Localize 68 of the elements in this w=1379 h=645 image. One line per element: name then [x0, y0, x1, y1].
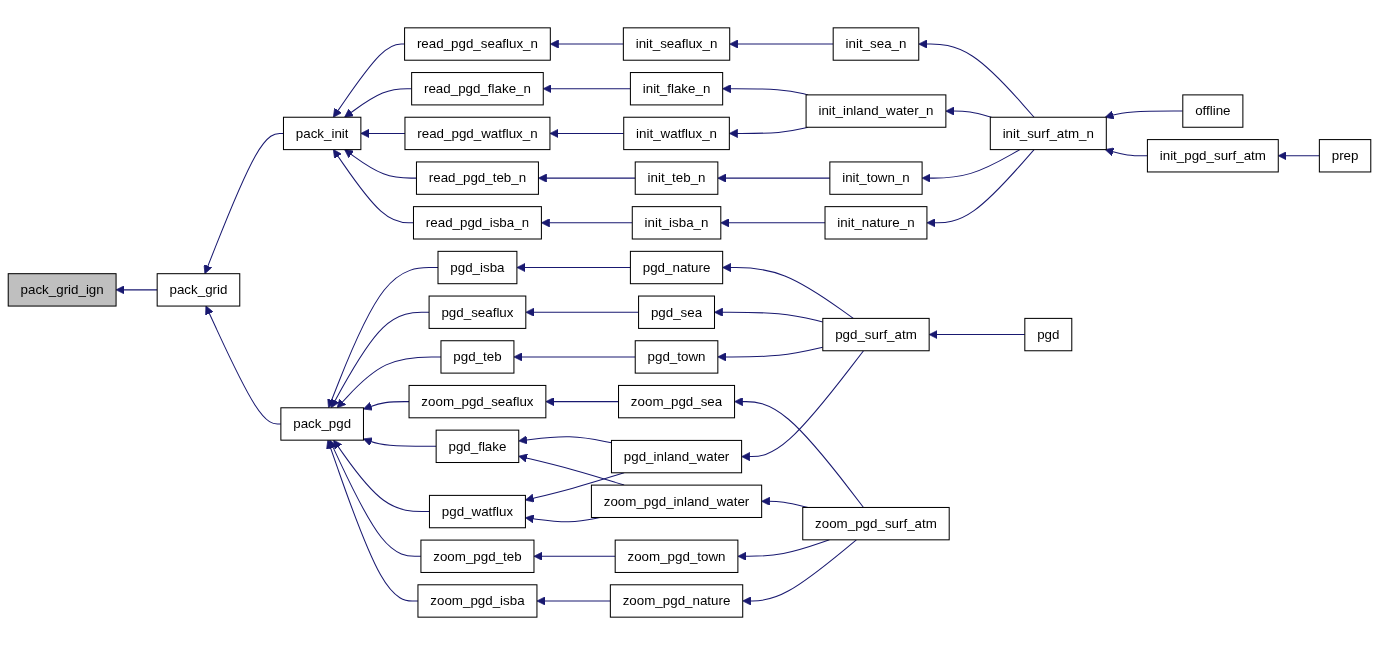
node-box: pgd_flake	[435, 429, 520, 464]
node-box: init_watflux_n	[623, 116, 730, 151]
node-box: zoom_pgd_nature	[609, 584, 744, 618]
node-box: zoom_pgd_surf_atm	[802, 506, 950, 541]
node-box: pack_pgd	[280, 407, 364, 441]
arrow	[742, 539, 857, 606]
arrow	[737, 539, 830, 561]
arrow	[918, 39, 1035, 118]
arrow	[344, 149, 417, 179]
node-box: zoom_pgd_sea	[618, 384, 736, 419]
arrow	[538, 173, 636, 183]
node-box: init_isba_n	[631, 206, 722, 240]
arrow	[536, 596, 611, 606]
node-box: pack_grid	[156, 273, 241, 307]
arrow	[518, 435, 612, 445]
node-box: pgd	[1024, 317, 1073, 352]
arrow	[525, 472, 625, 503]
node-box: zoom_pgd_seaflux	[408, 384, 547, 419]
node-box: init_seaflux_n	[622, 27, 731, 61]
node-box: zoom_pgd_town	[614, 539, 739, 573]
node-box: init_flake_n	[629, 72, 724, 106]
arrow	[945, 106, 992, 118]
node-box: pgd_teb	[440, 340, 515, 374]
arrow	[734, 397, 865, 508]
arrow	[330, 311, 430, 409]
arrow	[333, 439, 430, 513]
node-box: init_nature_n	[824, 206, 928, 240]
node-box: pack_init	[282, 116, 362, 151]
node-box: read_pgd_flake_n	[411, 72, 544, 106]
node-box: pgd_inland_water	[610, 439, 743, 474]
node-box: pgd_nature	[629, 250, 724, 285]
node-box: read_pgd_teb_n	[415, 161, 539, 195]
arrow	[729, 39, 834, 49]
node-box: pgd_town	[634, 340, 719, 374]
node-box: pgd_isba	[437, 250, 518, 285]
node-box: zoom_pgd_teb	[420, 539, 535, 573]
arrow	[720, 218, 826, 228]
arrow	[363, 401, 410, 411]
node-box: init_pgd_surf_atm	[1146, 139, 1279, 173]
node-box: init_town_n	[829, 161, 923, 195]
arrow	[533, 551, 616, 561]
arrow	[1104, 147, 1148, 157]
arrow	[327, 267, 439, 409]
node-box: prep	[1318, 139, 1372, 173]
node-box: init_inland_water_n	[805, 94, 947, 128]
node-box: pgd_surf_atm	[822, 317, 930, 352]
arrow	[722, 263, 854, 319]
node-box: offline	[1182, 94, 1244, 128]
node-box: read_pgd_isba_n	[412, 206, 542, 240]
node-box: pgd_sea	[638, 295, 715, 329]
arrow	[203, 132, 284, 275]
node-box: init_sea_n	[832, 27, 920, 61]
node-box: read_pgd_watflux_n	[404, 116, 551, 151]
node-box: zoom_pgd_isba	[417, 584, 538, 618]
arrow	[513, 352, 636, 362]
node-box: init_surf_atm_n	[989, 116, 1107, 151]
node-box: read_pgd_seaflux_n	[404, 27, 551, 61]
arrow	[332, 149, 414, 224]
arrow	[741, 350, 865, 462]
arrow	[363, 437, 437, 447]
node-box: pgd_watflux	[428, 494, 526, 529]
node-box: init_teb_n	[634, 161, 719, 195]
arrow	[541, 218, 633, 228]
node-box: pgd_seaflux	[428, 295, 527, 329]
node-box: pack_grid_ign	[7, 273, 117, 307]
node-box: zoom_pgd_inland_water	[590, 484, 763, 518]
arrow	[516, 263, 631, 273]
arrow	[926, 149, 1035, 228]
